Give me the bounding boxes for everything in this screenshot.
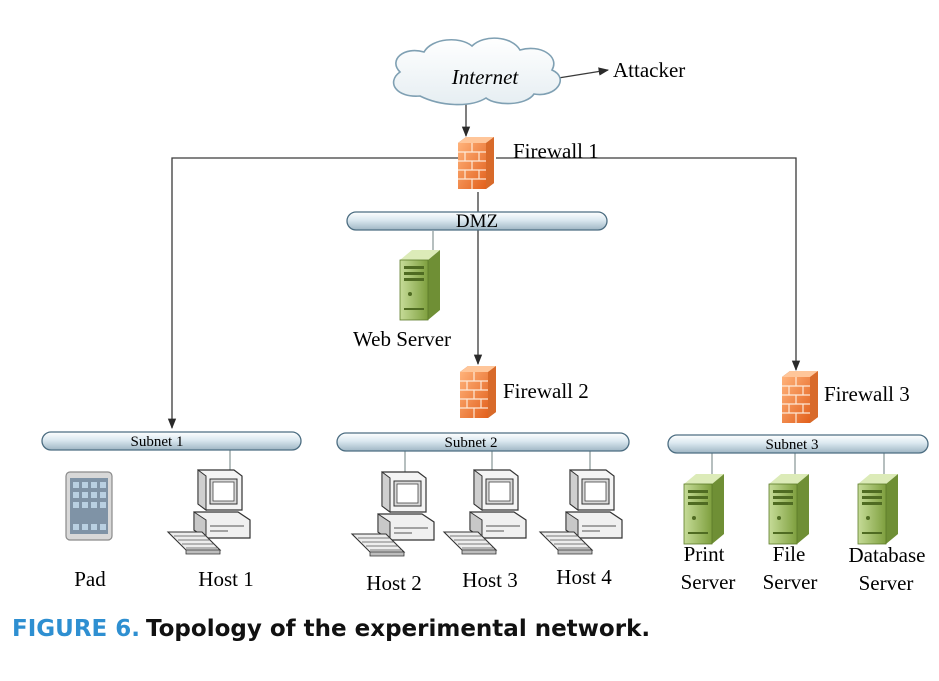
database-server-label-line1: Database: [849, 543, 926, 567]
host3-computer-icon: [443, 469, 527, 555]
web-server-label: Web Server: [353, 327, 451, 351]
firewall1-icon: [457, 136, 495, 190]
subnet1-label: Subnet 1: [131, 434, 184, 450]
subnet2-label: Subnet 2: [445, 435, 498, 451]
host2-label: Host 2: [366, 571, 421, 595]
dmz-label: DMZ: [456, 211, 498, 232]
subnet3-bus: [667, 434, 929, 454]
firewall3-label: Firewall 3: [824, 382, 910, 406]
host3-label: Host 3: [462, 568, 517, 592]
web-server-icon: [399, 249, 441, 321]
file-server-label-line2: Server: [763, 570, 818, 594]
print-server-icon: [683, 473, 725, 545]
host2-computer-icon: [351, 471, 435, 557]
file-server-label-line1: File: [773, 542, 806, 566]
database-server-label-line2: Server: [859, 571, 914, 595]
firewall2-label: Firewall 2: [503, 379, 589, 403]
firewall3-icon: [781, 370, 819, 424]
attacker-label: Attacker: [613, 58, 685, 82]
host1-label: Host 1: [198, 567, 253, 591]
figure-caption: FIGURE 6.Topology of the experimental ne…: [12, 616, 650, 642]
firewall1-label: Firewall 1: [513, 139, 599, 163]
firewall2-icon: [459, 365, 497, 419]
dmz-bus: [346, 211, 608, 231]
host4-label: Host 4: [556, 565, 612, 589]
internet-label: Internet: [451, 65, 520, 89]
database-server-icon: [857, 473, 899, 545]
subnet3-label: Subnet 3: [766, 437, 819, 453]
internet-cloud-icon: [393, 37, 562, 106]
pad-label: Pad: [74, 567, 106, 591]
subnet1-bus: [41, 431, 302, 451]
subnet2-bus: [336, 432, 630, 452]
file-server-icon: [768, 473, 810, 545]
network-topology-diagram: Internet Attacker Firewall 1 DMZ Web Ser…: [41, 37, 929, 595]
figure-number: FIGURE 6.: [12, 616, 140, 642]
host1-computer-icon: [167, 469, 251, 555]
firewall1-to-subnet1-link: [167, 157, 460, 430]
tablet-icon: [65, 471, 113, 541]
firewall1-to-firewall3-link: [496, 157, 801, 372]
figure-caption-text: Topology of the experimental network.: [146, 616, 651, 642]
host4-computer-icon: [539, 469, 623, 555]
print-server-label-line1: Print: [684, 542, 725, 566]
print-server-label-line2: Server: [681, 570, 736, 594]
